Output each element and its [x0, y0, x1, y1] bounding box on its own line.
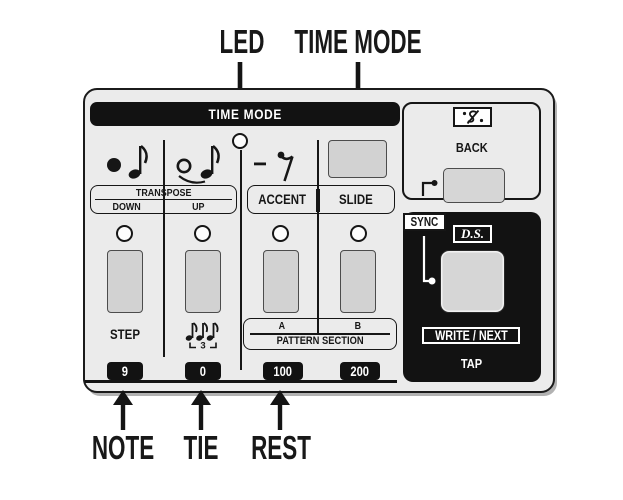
triplet-number: 3	[200, 341, 205, 350]
accent-slide-box: ACCENT SLIDE	[247, 185, 395, 214]
step-led	[115, 224, 133, 242]
value-row-line	[85, 380, 397, 383]
note-value-box: 9	[107, 362, 143, 380]
pattern-section-box: A B PATTERN SECTION	[243, 318, 397, 350]
divider-col3	[317, 140, 319, 334]
transpose-title: TRANSPOSE	[135, 186, 192, 199]
slide-label: SLIDE	[338, 192, 373, 207]
rest-value: 100	[273, 363, 293, 379]
back-routing-icon	[421, 180, 438, 196]
pattern-section-title: PATTERN SECTION	[276, 335, 364, 347]
pattern-b-label: B	[354, 319, 361, 332]
triplet-led	[193, 224, 211, 242]
transpose-box: TRANSPOSE DOWN UP	[90, 185, 237, 214]
segno-icon	[462, 110, 483, 124]
rest-icon	[254, 151, 294, 182]
rest-annotation-label: REST	[251, 429, 311, 466]
tap-section: D.S. WRITE / NEXT TAP	[403, 212, 541, 382]
time-mode-header-label: TIME MODE	[208, 106, 282, 122]
value-box-200: 200	[340, 362, 380, 380]
time-mode-annotation-label: TIME MODE	[294, 23, 422, 60]
segno-box	[453, 107, 492, 127]
accent-slide-separator	[315, 189, 321, 212]
led-annotation-label: LED	[219, 23, 265, 60]
slide-button[interactable]	[328, 140, 387, 178]
back-section: BACK	[402, 102, 541, 203]
control-panel: TIME MODE	[83, 88, 555, 393]
transpose-down-label: DOWN	[112, 200, 142, 213]
sync-label: SYNC	[410, 215, 439, 229]
write-next-label: WRITE / NEXT	[434, 328, 508, 343]
transpose-up-label: UP	[192, 200, 205, 213]
time-mode-led	[232, 133, 248, 149]
step-button[interactable]	[107, 250, 143, 313]
ds-label: D.S.	[460, 226, 485, 241]
note-arrow	[113, 390, 133, 430]
pattern-b-button[interactable]	[340, 250, 376, 313]
triplet-icon: 3	[185, 322, 219, 350]
tap-label: TAP	[461, 356, 483, 371]
time-mode-header: TIME MODE	[90, 102, 400, 126]
ds-box: D.S.	[453, 225, 492, 243]
accent-label: ACCENT	[258, 192, 307, 207]
tap-button[interactable]	[440, 250, 505, 313]
pattern-a-led	[271, 224, 289, 242]
write-next-box: WRITE / NEXT	[422, 327, 520, 344]
pattern-divider-line	[250, 333, 390, 335]
pattern-a-label: A	[278, 319, 285, 332]
note-icon	[107, 144, 148, 179]
triplet-button[interactable]	[185, 250, 221, 313]
pattern-a-button[interactable]	[263, 250, 299, 313]
rest-value-box: 100	[263, 362, 303, 380]
note-annotation-label: NOTE	[91, 429, 155, 466]
pattern-b-led	[349, 224, 367, 242]
back-label: BACK	[455, 140, 488, 155]
tie-icon	[176, 144, 220, 184]
tie-annotation-label: TIE	[183, 429, 219, 466]
tie-arrow	[191, 390, 211, 430]
rest-arrow	[270, 390, 290, 430]
step-label: STEP	[110, 327, 140, 342]
tie-value-box: 0	[185, 362, 221, 380]
sync-routing-icon	[422, 236, 436, 285]
value-200: 200	[350, 363, 370, 379]
back-button[interactable]	[443, 168, 505, 203]
transpose-divider-line	[95, 198, 232, 201]
tie-value: 0	[199, 363, 207, 379]
divider-col1	[162, 140, 165, 357]
note-value: 9	[121, 363, 129, 379]
sync-box: SYNC	[403, 213, 446, 231]
divider-center	[239, 150, 243, 370]
